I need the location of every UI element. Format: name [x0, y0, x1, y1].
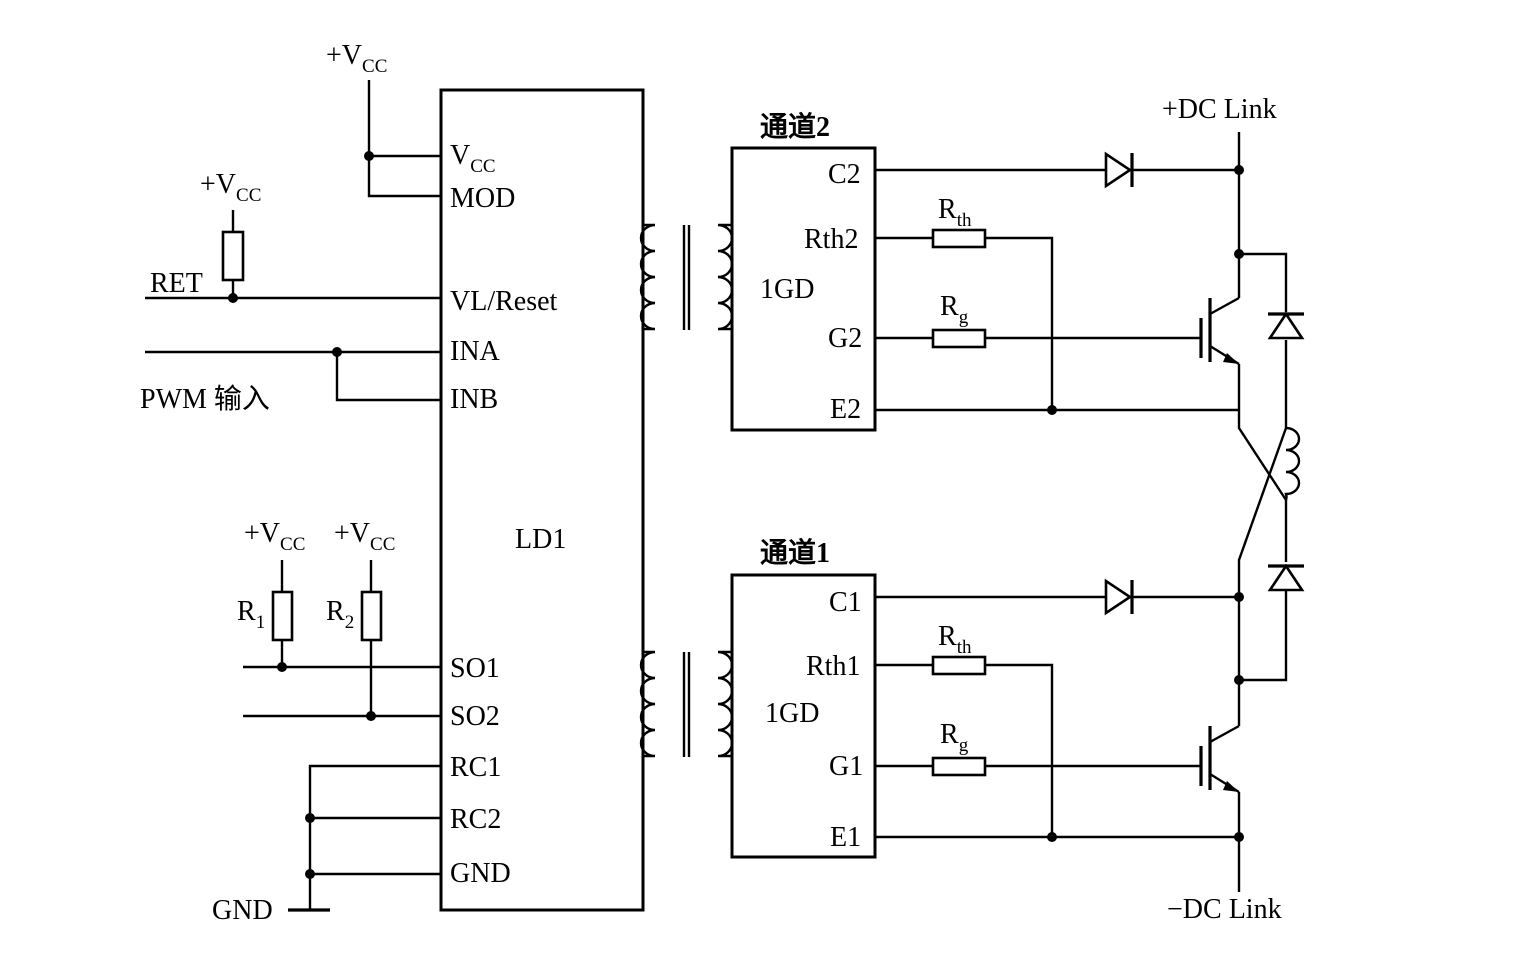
ch1-e-junction: [1047, 832, 1057, 842]
upper-freewheel-diode: [1267, 311, 1305, 340]
upper-diode-wire: [1239, 252, 1288, 428]
ch2-rth-wire: [875, 236, 1054, 410]
pin-so2-label: SO2: [450, 701, 500, 732]
channel1-name: 1GD: [765, 698, 819, 729]
gnd-label: GND: [212, 895, 273, 926]
ch2-c-diode: [1104, 151, 1134, 189]
r1-label: R1: [237, 596, 265, 633]
pin-gnd-label: GND: [450, 858, 511, 889]
ch1-pin-e: E1: [830, 822, 861, 853]
ch1-rth-wire: [875, 663, 1054, 837]
ch1-pin-g: G1: [829, 751, 863, 782]
channel1-title: 通道1: [760, 536, 830, 569]
pin-vcc-label: VCC: [450, 140, 496, 177]
pin-mod-label: MOD: [450, 183, 515, 214]
cross-wire: [1237, 364, 1288, 597]
so1-junction: [277, 662, 287, 672]
pwm-wire: [145, 350, 441, 402]
ch2-e-junction: [1047, 405, 1057, 415]
ch2-pin-e: E2: [830, 394, 861, 425]
ch2-pin-g: G2: [828, 323, 862, 354]
vcc-r2-label: +VCC: [334, 518, 395, 555]
output-inductor: [1284, 426, 1301, 501]
ch1-pin-rth: Rth1: [806, 651, 860, 682]
ch2-rg-label: Rg: [940, 291, 969, 328]
pin-vlreset-label: VL/Reset: [450, 286, 558, 317]
lower-freewheel-diode: [1267, 563, 1305, 592]
pin-rc2-label: RC2: [450, 804, 501, 835]
vcc-mod-junction: [364, 151, 374, 161]
lower-diode-wire: [1239, 500, 1288, 682]
rc2-junction: [305, 813, 315, 823]
transformer-ch1: [639, 650, 734, 758]
ret-pullup-resistor: [221, 230, 245, 282]
rc-gnd-wire: [308, 764, 441, 910]
pin-inb-label: INB: [450, 384, 498, 415]
ch1-c-diode: [1104, 578, 1134, 616]
ret-label: RET: [150, 268, 203, 299]
ch1-rth-label: Rth: [938, 621, 972, 658]
r1-resistor: [271, 590, 294, 642]
channel2-block: [730, 146, 877, 432]
ch1-pin-c: C1: [829, 587, 862, 618]
ch1-rg-resistor: [931, 756, 987, 777]
ch2-rth-label: Rth: [938, 194, 972, 231]
vcc-ret-label: +VCC: [200, 169, 261, 206]
r2-resistor: [360, 590, 383, 642]
channel2-title: 通道2: [760, 110, 830, 143]
vcc-top-wire: [367, 80, 441, 198]
pin-so1-label: SO1: [450, 653, 500, 684]
channel2-name: 1GD: [760, 274, 814, 305]
transformer-ch2: [639, 223, 734, 331]
gnd-junction: [305, 869, 315, 879]
ld1-label: LD1: [515, 524, 566, 555]
vcc-top-label: +VCC: [326, 40, 387, 77]
plus-rail-junction: [1234, 165, 1244, 175]
so2-junction: [366, 711, 376, 721]
ld1-block: [439, 88, 645, 912]
plus-dc-link-label: +DC Link: [1162, 94, 1277, 125]
ch2-pin-rth: Rth2: [804, 224, 858, 255]
upper-igbt: [1199, 296, 1240, 366]
ch2-pin-c: C2: [828, 159, 861, 190]
ch1-rth-resistor: [931, 655, 987, 676]
vcc-r1-label: +VCC: [244, 518, 305, 555]
r2-label: R2: [326, 596, 354, 633]
lower-igbt: [1199, 724, 1240, 794]
lower-c-junction: [1234, 592, 1244, 602]
pwm-input-label: PWM 输入: [140, 383, 270, 415]
pin-ina-label: INA: [450, 336, 501, 367]
pin-rc1-label: RC1: [450, 752, 501, 783]
minus-rail-junction: [1234, 832, 1244, 842]
channel1-block: [730, 573, 877, 859]
ret-junction: [228, 293, 238, 303]
ch2-rth-resistor: [931, 228, 987, 249]
pwm-junction: [332, 347, 342, 357]
lower-collector-junction: [1234, 675, 1244, 685]
minus-dc-link-label: −DC Link: [1167, 894, 1282, 925]
ch2-rg-resistor: [931, 328, 987, 349]
ch1-rg-label: Rg: [940, 719, 969, 756]
